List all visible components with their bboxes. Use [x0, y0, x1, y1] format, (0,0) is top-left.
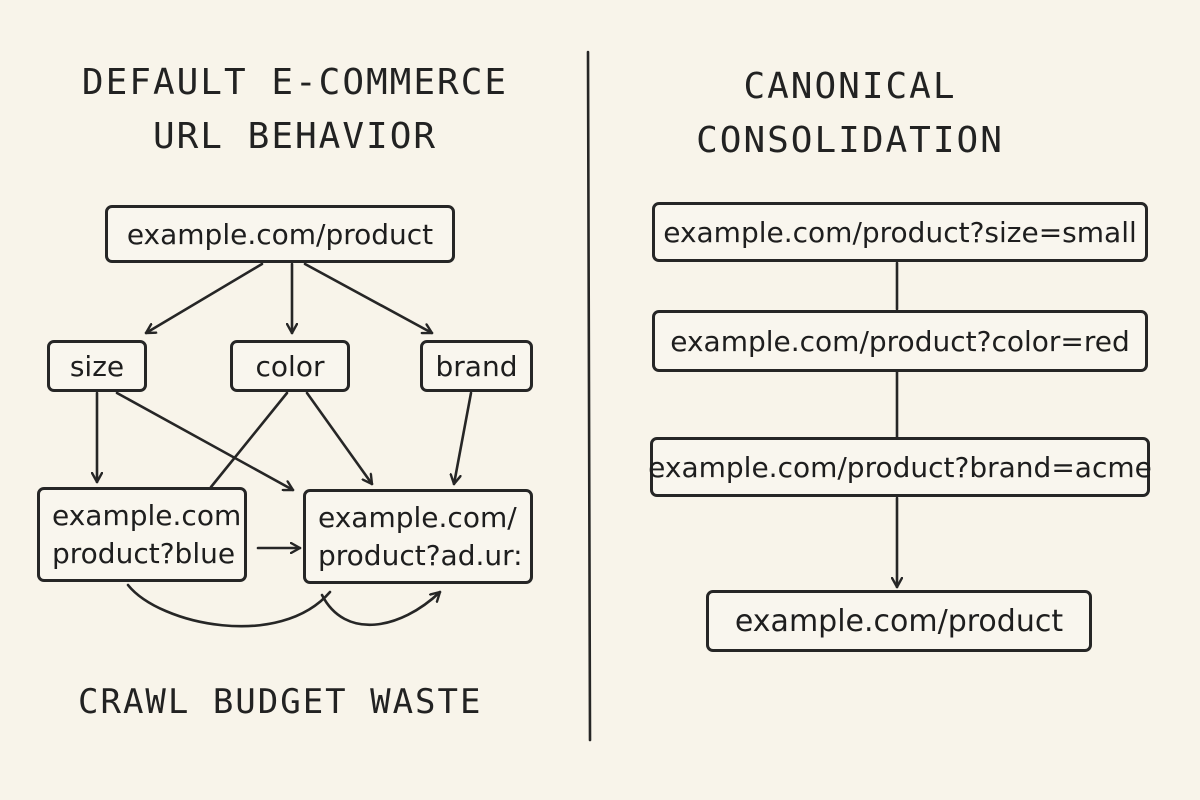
left-panel-title: DEFAULT E-COMMERCE URL BEHAVIOR	[60, 56, 530, 164]
right-panel-title: CANONICAL CONSOLIDATION	[640, 60, 1060, 168]
left-title-line-2: URL BEHAVIOR	[152, 116, 438, 157]
crawl-budget-waste-label: CRAWL BUDGET WASTE	[78, 682, 483, 722]
canonical-url-node: example.com/product	[706, 590, 1092, 652]
facet-node-size: size	[47, 340, 147, 392]
panel-divider	[586, 50, 592, 742]
line-color-to-variant-a	[209, 391, 289, 489]
loop-curve-a	[126, 583, 332, 628]
parameter-url-size: example.com/product?size=small	[652, 202, 1148, 262]
variant-url-node-a: example.com product?blue	[37, 487, 247, 582]
loop-curve-b	[320, 590, 442, 627]
arrow-brand-to-variant-b	[454, 391, 473, 486]
facet-node-color: color	[230, 340, 350, 392]
parameter-url-brand: example.com/product?brand=acme	[648, 437, 1152, 497]
arrow-root-to-brand	[303, 262, 434, 335]
arrow-color-to-variant-b	[305, 391, 374, 486]
variant-a-line-1: example.com	[52, 498, 242, 532]
arrow-size-to-variant-b	[115, 391, 295, 492]
arrow-root-to-size	[144, 262, 264, 335]
variant-b-line-1: example.com/	[318, 500, 517, 534]
variant-url-node-b: example.com/ product?ad.ur:	[303, 489, 533, 584]
root-url-node: example.com/product	[105, 205, 455, 263]
variant-b-line-2: product?ad.ur:	[318, 538, 523, 572]
left-title-line-1: DEFAULT E-COMMERCE	[81, 62, 509, 103]
right-title-line-1: CANONICAL	[743, 66, 957, 107]
variant-a-line-2: product?blue	[52, 536, 236, 570]
parameter-url-color: example.com/product?color=red	[652, 310, 1148, 372]
facet-node-brand: brand	[420, 340, 533, 392]
right-title-line-2: CONSOLIDATION	[696, 120, 1004, 161]
